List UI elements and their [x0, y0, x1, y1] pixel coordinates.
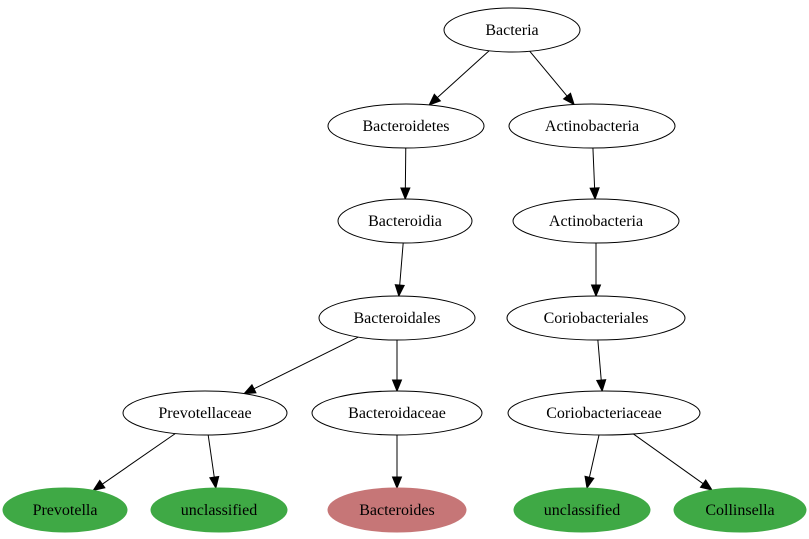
arrowhead-icon [400, 187, 411, 201]
arrowhead-icon [92, 479, 106, 492]
node-label: Bacteroidia [368, 213, 442, 230]
node-label: Prevotellaceae [158, 405, 251, 422]
node-ellipse [673, 487, 807, 533]
edge-line [437, 50, 490, 98]
node-ellipse [513, 487, 651, 533]
node-ellipse [508, 103, 676, 149]
node-ellipse [506, 295, 686, 341]
edge-bacteroidales-to-prevotellaceae [242, 336, 359, 395]
edge-bacteroidia-to-bacteroidales [394, 242, 405, 298]
edge-coriobacteriales-to-coriobacteriaceae [595, 339, 607, 393]
edge-line [588, 434, 600, 478]
arrowhead-icon [391, 379, 403, 393]
edge-line [399, 242, 404, 286]
node-ellipse [507, 390, 701, 436]
edge-bacteroidaceae-to-bacteroides [391, 435, 403, 490]
edge-actinobacteria_class-to-coriobacteriales [590, 243, 602, 298]
edge-line [529, 50, 568, 97]
edge-line [633, 433, 704, 485]
arrowhead-icon [394, 284, 405, 298]
edge-bacteria-to-actinobacteria_phylum [529, 50, 575, 106]
edge-prevotellaceae-to-prevotella [92, 433, 176, 492]
arrowhead-icon [562, 92, 575, 106]
node-unclassified_coriobacteriaceae: unclassified [513, 487, 651, 533]
node-coriobacteriales: Coriobacteriales [506, 295, 686, 341]
node-label: Bacteroidales [353, 310, 440, 327]
node-ellipse [318, 295, 476, 341]
node-bacteroides: Bacteroides [327, 487, 467, 533]
node-coriobacteriaceae: Coriobacteriaceae [507, 390, 701, 436]
edge-bacteroidetes-to-bacteroidia [400, 147, 411, 201]
edge-coriobacteriaceae-to-unclassified_coriobacteriaceae [584, 434, 600, 490]
node-label: Prevotella [33, 502, 98, 519]
node-ellipse [122, 390, 288, 436]
node-label: Bacteroides [359, 502, 435, 519]
node-bacteroidales: Bacteroidales [318, 295, 476, 341]
node-label: Bacteria [485, 22, 538, 39]
node-label: Collinsella [705, 502, 774, 519]
node-ellipse [327, 487, 467, 533]
node-bacteroidia: Bacteroidia [337, 198, 473, 244]
edges-layer [92, 50, 714, 492]
node-ellipse [443, 7, 581, 53]
node-ellipse [2, 487, 128, 533]
node-label: Bacteroidetes [362, 118, 449, 135]
node-bacteria: Bacteria [443, 7, 581, 53]
edge-line [207, 434, 215, 478]
arrowhead-icon [242, 383, 257, 395]
node-actinobacteria_class: Actinobacteria [512, 198, 680, 244]
edge-bacteroidales-to-bacteroidaceae [391, 340, 403, 393]
node-label: Bacteroidaceae [348, 405, 446, 422]
edge-actinobacteria_phylum-to-actinobacteria_class [589, 147, 600, 201]
node-unclassified_prevotellaceae: unclassified [150, 487, 288, 533]
arrowhead-icon [428, 93, 442, 106]
node-ellipse [512, 198, 680, 244]
edge-line [253, 336, 359, 390]
node-ellipse [337, 198, 473, 244]
node-bacteroidetes: Bacteroidetes [327, 103, 485, 149]
arrowhead-icon [590, 284, 602, 298]
node-label: Actinobacteria [545, 118, 639, 135]
node-label: unclassified [544, 502, 620, 519]
node-ellipse [150, 487, 288, 533]
edge-bacteria-to-bacteroidetes [428, 50, 490, 106]
node-bacteroidaceae: Bacteroidaceae [311, 390, 483, 436]
node-ellipse [327, 103, 485, 149]
node-label: Coriobacteriaceae [546, 405, 661, 422]
arrowhead-icon [699, 479, 714, 491]
arrowhead-icon [208, 475, 220, 490]
node-ellipse [311, 390, 483, 436]
arrowhead-icon [391, 476, 403, 490]
arrowhead-icon [584, 475, 595, 490]
arrowhead-icon [595, 379, 607, 393]
edge-coriobacteriaceae-to-collinsella [633, 433, 714, 491]
edge-line [592, 147, 596, 189]
edge-prevotellaceae-to-unclassified_prevotellaceae [207, 434, 220, 490]
edge-line [597, 339, 602, 381]
node-label: Actinobacteria [549, 213, 643, 230]
node-collinsella: Collinsella [673, 487, 807, 533]
arrowhead-icon [589, 187, 600, 201]
node-label: unclassified [181, 502, 257, 519]
node-actinobacteria_phylum: Actinobacteria [508, 103, 676, 149]
node-prevotella: Prevotella [2, 487, 128, 533]
node-label: Coriobacteriales [544, 310, 649, 327]
edge-line [102, 433, 176, 485]
node-prevotellaceae: Prevotellaceae [122, 390, 288, 436]
